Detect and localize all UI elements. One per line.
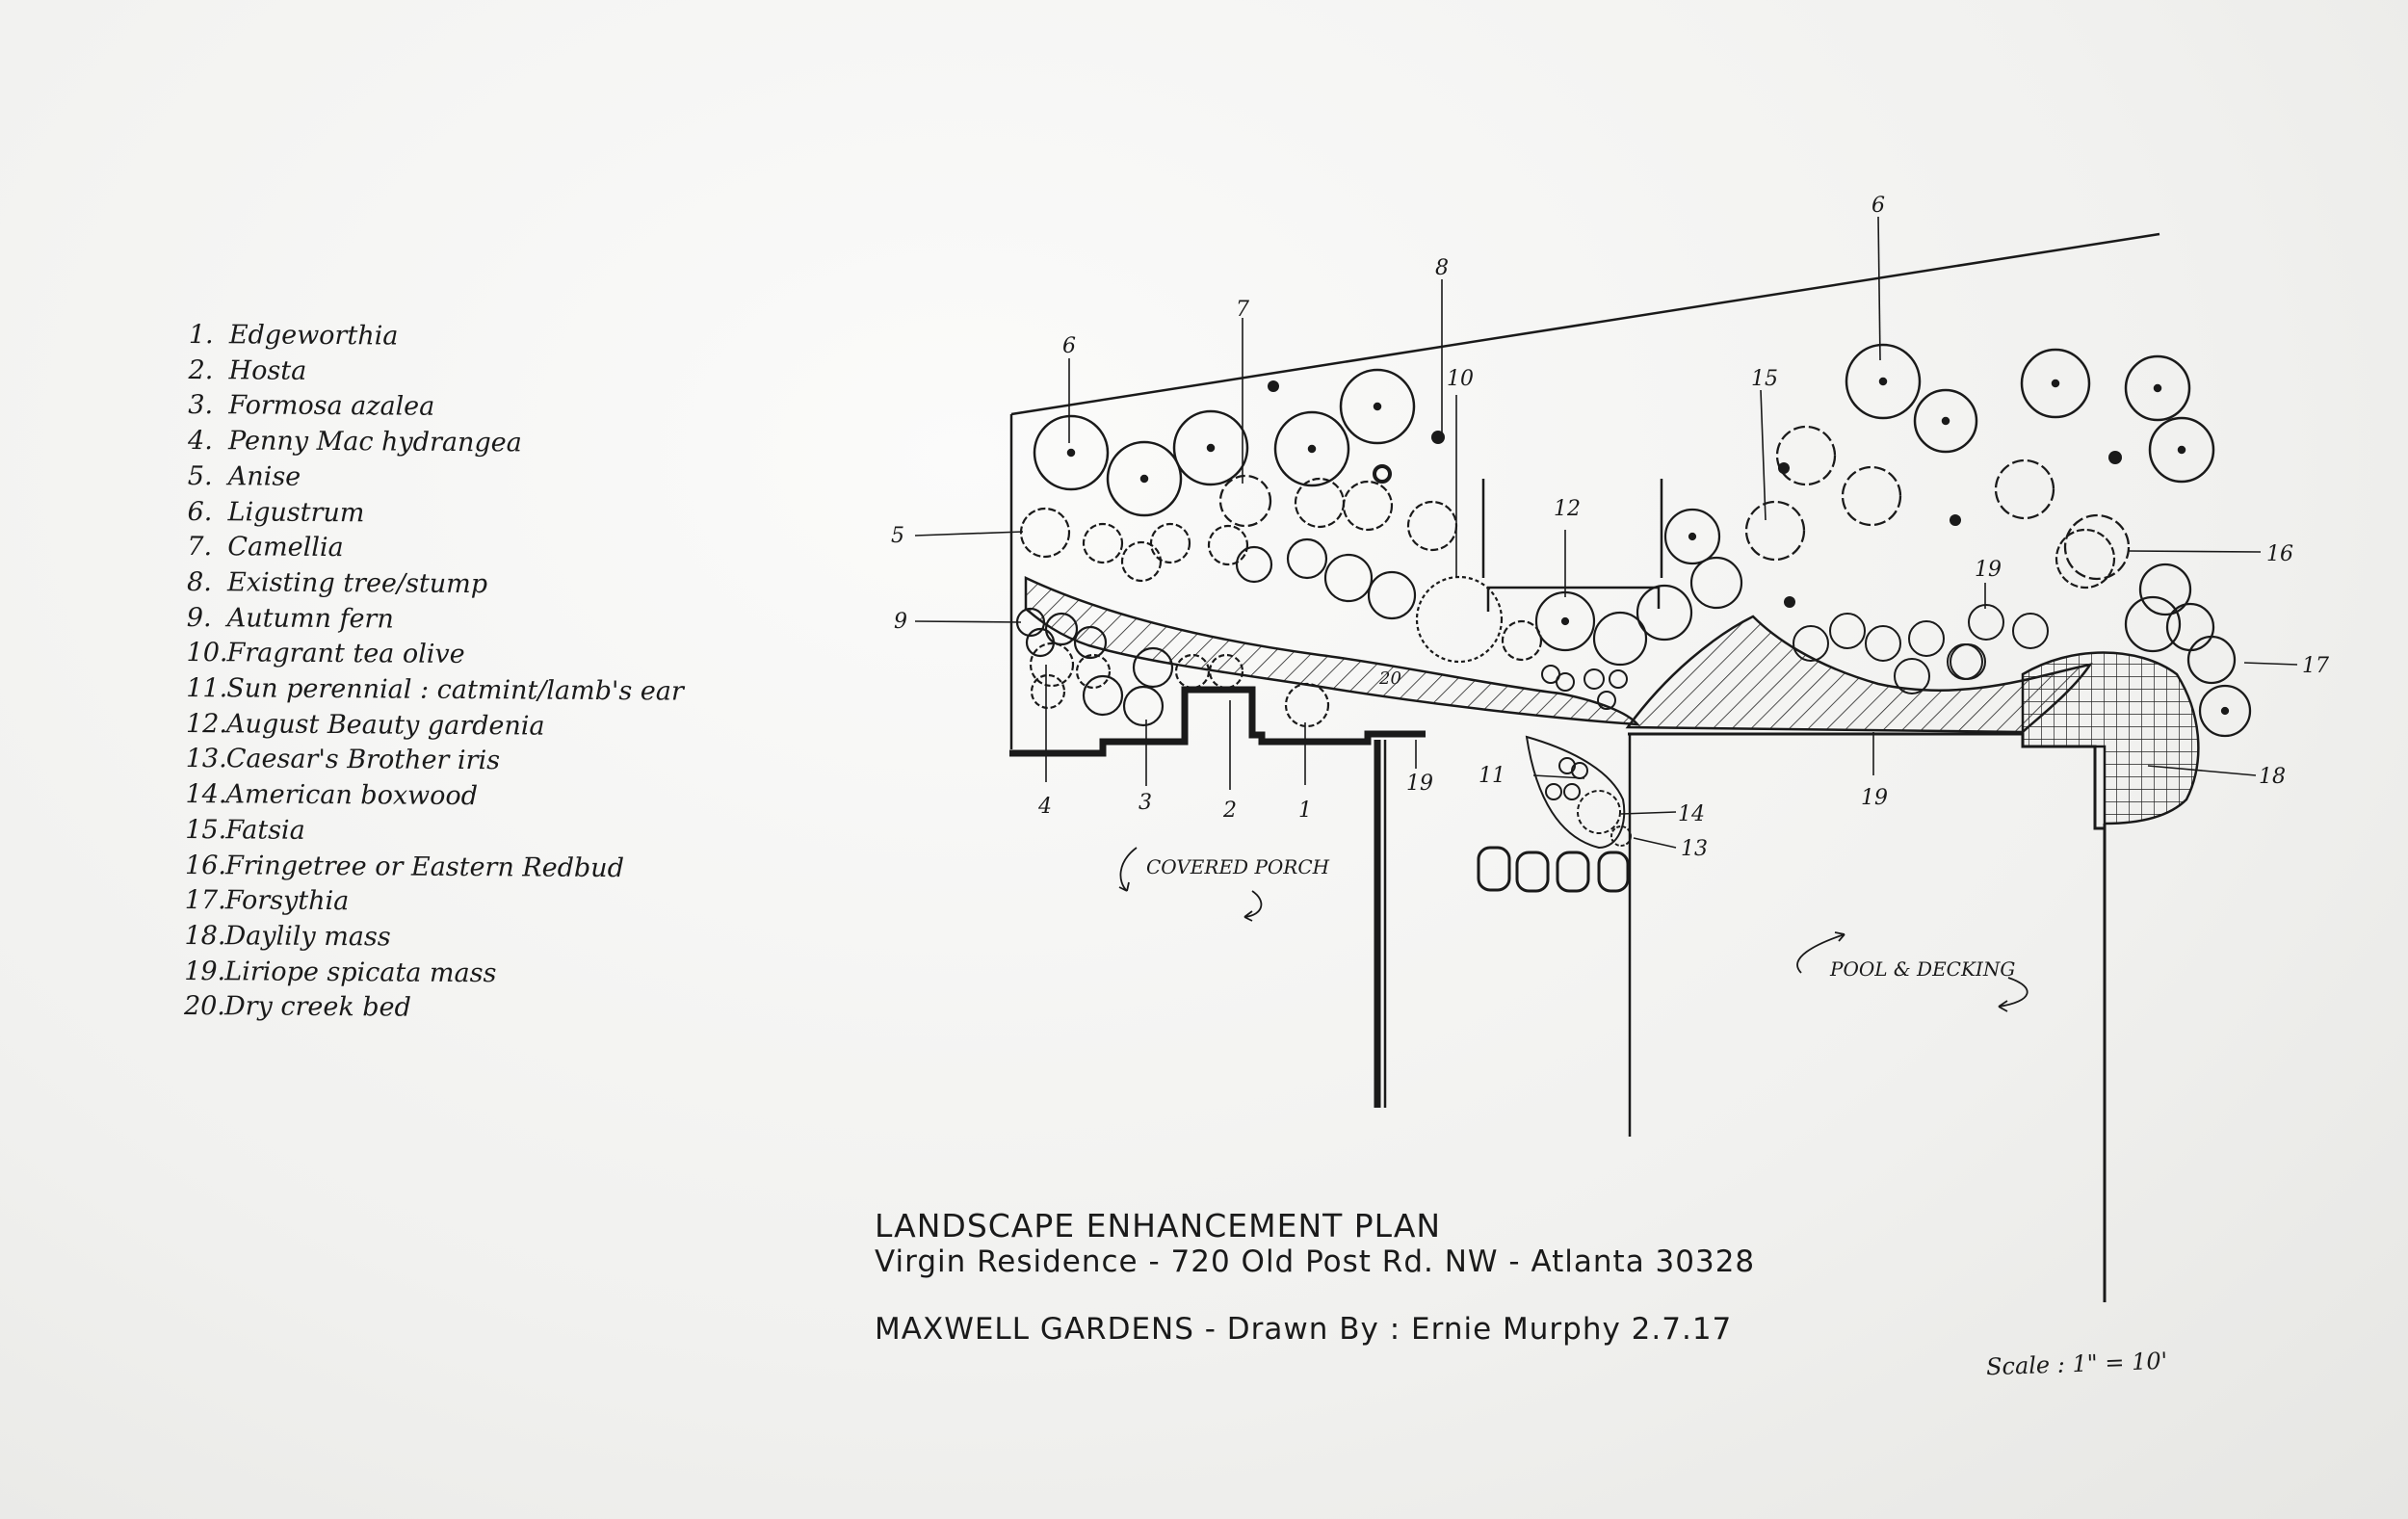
callout-18: 18 [2259,765,2286,789]
property-lines [1009,232,2160,749]
foundation-plantings [1015,607,1330,728]
pool-decking-label: POOL & DECKING [1829,957,2015,981]
pool-arrow-icon [1796,931,1845,974]
callout-16: 16 [2266,542,2293,566]
callout-4: 4 [1037,795,1052,819]
liriope-mass-19 [1625,615,2093,734]
callout-12: 12 [1554,497,1581,521]
title-block: LANDSCAPE ENHANCEMENT PLAN Virgin Reside… [875,1209,1838,1280]
callout-11: 11 [1479,764,1505,788]
callout-2: 2 [1222,799,1237,823]
porch-arrow-icon-2 [1243,890,1263,922]
callout-19c: 19 [1975,558,2002,582]
callout-7: 7 [1236,298,1249,322]
forsythia-row [2124,563,2252,738]
liriope-clumps [1541,604,2049,710]
callout-leaders [914,216,2298,849]
callout-17: 17 [2302,654,2329,678]
house-outline [1009,479,2107,1302]
stepping-stones [1477,846,1630,893]
porch-arrow-icon [1118,847,1138,892]
callout-13: 13 [1681,837,1708,861]
pool-arrow-icon-2 [1998,977,2028,1012]
callout-1: 1 [1298,799,1312,823]
callout-8: 8 [1435,256,1449,280]
drawn-by-line: MAXWELL GARDENS - Drawn By : Ernie Murph… [875,1312,1733,1347]
callout-19b: 19 [1861,786,1888,810]
covered-porch-label: COVERED PORCH [1146,855,1330,878]
callout-9: 9 [894,610,907,634]
callout-3: 3 [1139,791,1152,815]
entry-plantings [1525,735,1632,850]
ligustrum-shrubs [1033,343,2215,517]
callout-labels: 6 7 8 10 15 6 12 5 9 4 3 2 1 19 20 11 14… [891,194,2329,861]
fatsia-shrubs [1218,425,2131,581]
callout-10: 10 [1447,367,1474,391]
callout-6b: 6 [1871,194,1885,218]
callout-19a: 19 [1406,772,1433,796]
residence-line: Virgin Residence - 720 Old Post Rd. NW -… [875,1244,1756,1279]
callout-15: 15 [1751,367,1778,391]
plan-title: LANDSCAPE ENHANCEMENT PLAN [875,1207,1442,1244]
callout-20: 20 [1378,668,1401,689]
area-labels: COVERED PORCH POOL & DECKING [1118,847,2028,1012]
callout-5: 5 [891,524,904,548]
daylily-mass-18 [2021,651,2200,825]
callout-6a: 6 [1062,334,1076,358]
existing-trees [1268,380,2122,608]
callout-14: 14 [1678,802,1705,826]
perimeter-shrubs [1019,477,2116,667]
